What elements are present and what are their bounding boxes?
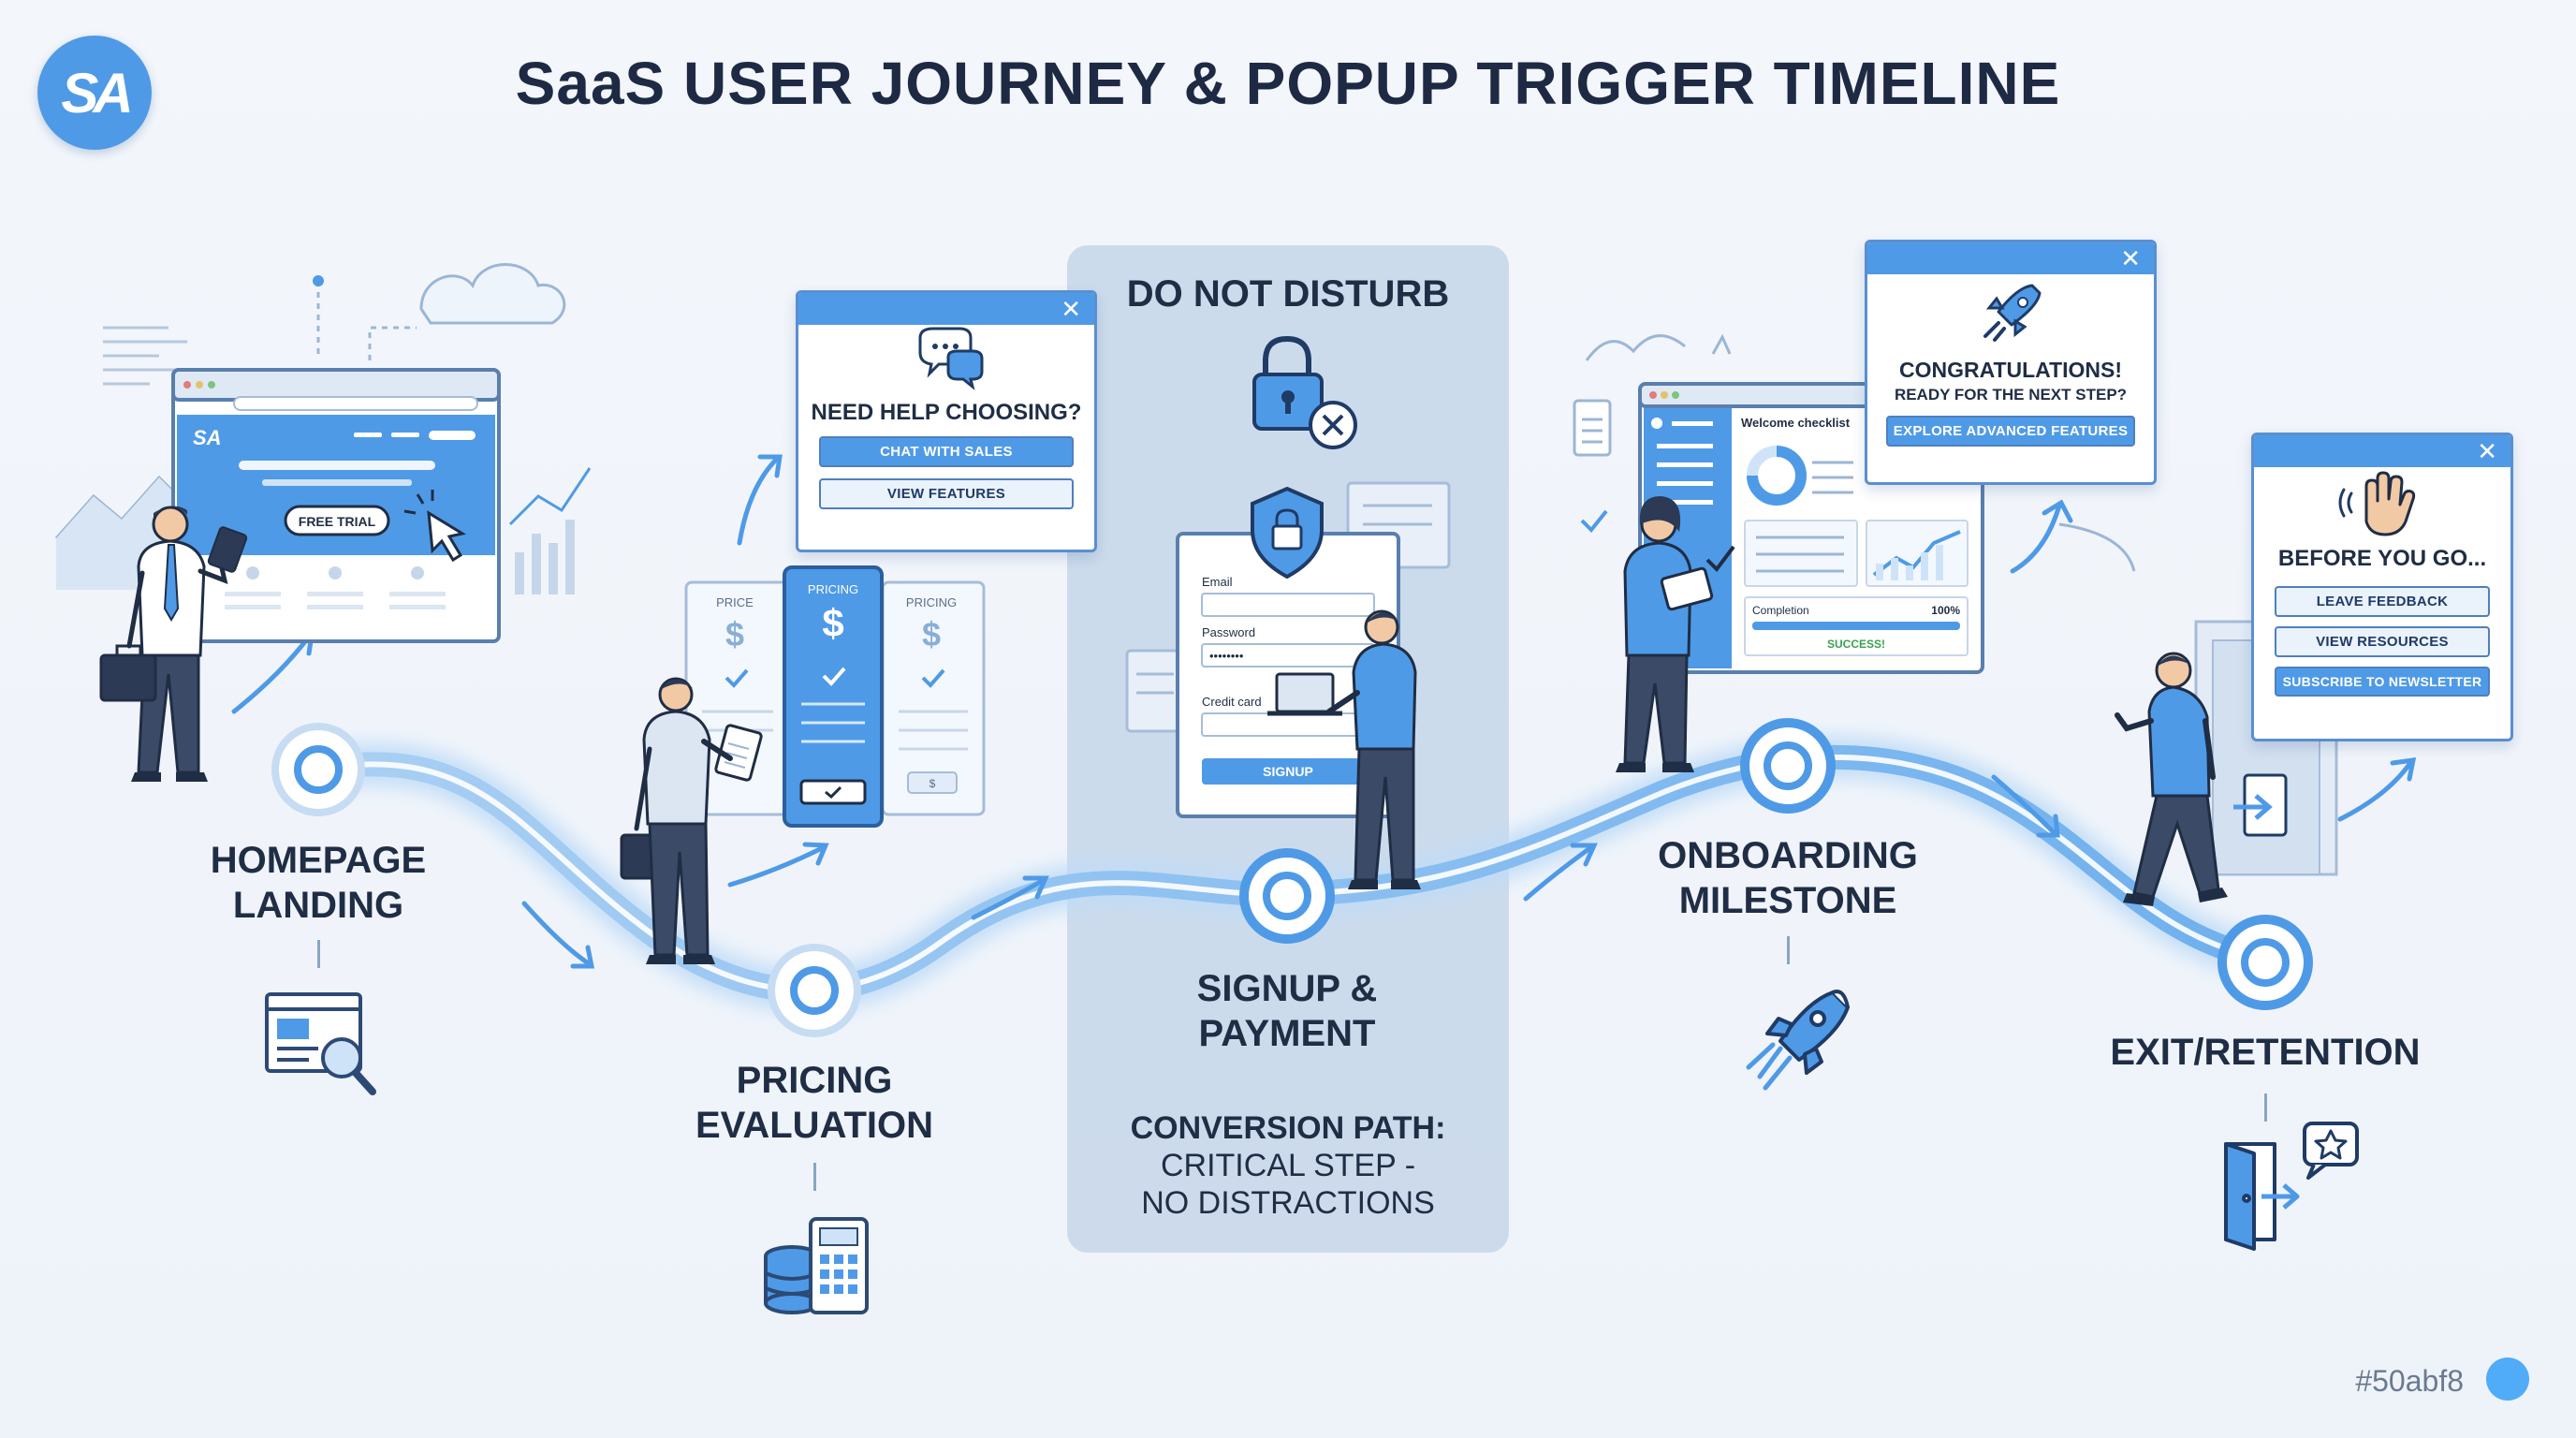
chat-with-sales-button[interactable]: CHAT WITH SALES <box>819 436 1074 467</box>
background-form-mockups <box>1125 481 1451 733</box>
help-choosing-popup: ✕ NEED HELP CHOOSING? CHAT WITH SALES VI… <box>796 290 1097 552</box>
brand-logo: SA <box>37 36 152 150</box>
email-label: Email <box>1202 575 1233 589</box>
stage-tick-homepage <box>317 940 320 968</box>
exit-illustration <box>2058 522 2338 906</box>
credit-card-label: Credit card <box>1202 695 1262 709</box>
stage-node-exit <box>2217 915 2313 1010</box>
popup-title-bar: ✕ <box>798 293 1094 325</box>
lock-blocked-icon <box>1252 335 1357 449</box>
cursor-icon <box>427 510 466 563</box>
pricing-card-1-label: PRICE <box>716 595 754 609</box>
popup-title-bar: ✕ <box>2254 435 2510 467</box>
stage-label-pricing: PRICING EVALUATION <box>695 1060 934 1146</box>
stage-node-signup <box>1239 848 1335 944</box>
color-hex-code: #50abf8 <box>2355 1364 2464 1398</box>
stage-tick-exit <box>2264 1093 2267 1122</box>
view-features-button[interactable]: VIEW FEATURES <box>819 478 1074 509</box>
rocket-icon <box>1983 284 2042 342</box>
homepage-mock-logo: SA <box>193 426 222 449</box>
free-trial-button: FREE TRIAL <box>299 514 376 529</box>
svg-text:$: $ <box>929 777 936 790</box>
view-resources-button[interactable]: VIEW RESOURCES <box>2275 626 2490 657</box>
completion-value: 100% <box>1931 604 1960 617</box>
conversion-path-line-2: NO DISTRACTIONS <box>1141 1185 1435 1221</box>
congratulations-popup: ✕ CONGRATULATIONS! READY FOR THE NEXT ST… <box>1865 240 2157 485</box>
conversion-path-line-1: CRITICAL STEP - <box>1160 1148 1416 1183</box>
success-text: SUCCESS! <box>1827 638 1885 651</box>
before-you-go-heading: BEFORE YOU GO... <box>2277 546 2487 571</box>
homepage-illustration: SA FREE TRIAL <box>54 263 592 782</box>
stage-node-pricing <box>768 944 861 1037</box>
color-swatch <box>2486 1357 2529 1401</box>
pricing-card-3-label: PRICING <box>906 595 957 609</box>
stage-label-homepage: HOMEPAGE LANDING <box>210 840 427 926</box>
chat-bubbles-icon <box>918 327 984 390</box>
waving-hand-icon <box>2338 471 2416 536</box>
stage-node-homepage <box>271 723 365 816</box>
direction-arrows <box>231 454 2417 969</box>
help-choosing-heading: NEED HELP CHOOSING? <box>811 400 1082 425</box>
popup-title-bar: ✕ <box>1867 242 2154 274</box>
pricing-card-2-price: $ <box>822 601 843 645</box>
before-you-go-popup: ✕ BEFORE YOU GO... LEAVE FEEDBACK VIEW R… <box>2251 433 2513 741</box>
stage-tick-pricing <box>813 1163 816 1191</box>
completion-label: Completion <box>1752 604 1809 617</box>
calculator-coins-icon <box>764 1217 869 1314</box>
password-label: Password <box>1202 625 1255 639</box>
welcome-checklist-title: Welcome checklist <box>1741 416 1851 430</box>
stage-label-exit: EXIT/RETENTION <box>2110 1032 2421 1073</box>
conversion-path-note: CONVERSION PATH: CRITICAL STEP - NO DIST… <box>1067 1109 1509 1222</box>
stage-node-onboarding <box>1740 718 1836 814</box>
congratulations-subheading: READY FOR THE NEXT STEP? <box>1894 386 2128 404</box>
page-title: SaaS USER JOURNEY & POPUP TRIGGER TIMELI… <box>515 50 2061 117</box>
pricing-card-3-price: $ <box>922 615 941 653</box>
leave-feedback-button[interactable]: LEAVE FEEDBACK <box>2275 586 2490 617</box>
do-not-disturb-title: DO NOT DISTURB <box>1126 273 1450 315</box>
pricing-card-1-price: $ <box>725 615 744 653</box>
rocket-icon <box>1746 990 1850 1091</box>
signup-button: SIGNUP <box>1263 764 1313 779</box>
close-icon[interactable]: ✕ <box>1061 295 1081 323</box>
pricing-table-illustration: PRICE $ PRICING $ $ PRICING $ <box>620 565 986 964</box>
password-value: •••••••• <box>1209 649 1244 663</box>
close-icon[interactable]: ✕ <box>2120 244 2141 272</box>
stage-tick-onboarding <box>1787 936 1790 964</box>
signup-form-card: Email Password •••••••• Credit card SIGN… <box>1176 486 1421 889</box>
explore-advanced-features-button[interactable]: EXPLORE ADVANCED FEATURES <box>1886 416 2135 447</box>
conversion-path-heading: CONVERSION PATH: <box>1130 1110 1446 1146</box>
pricing-card-2-label: PRICING <box>808 582 858 596</box>
stage-label-onboarding: ONBOARDING MILESTONE <box>1658 835 1918 921</box>
stage-label-signup: SIGNUP & PAYMENT <box>1196 968 1378 1054</box>
browser-search-icon <box>265 992 376 1095</box>
exit-door-icon <box>2224 1122 2359 1251</box>
congratulations-heading: CONGRATULATIONS! <box>1898 358 2123 382</box>
close-icon[interactable]: ✕ <box>2477 437 2497 465</box>
subscribe-newsletter-button[interactable]: SUBSCRIBE TO NEWSLETTER <box>2275 667 2490 697</box>
